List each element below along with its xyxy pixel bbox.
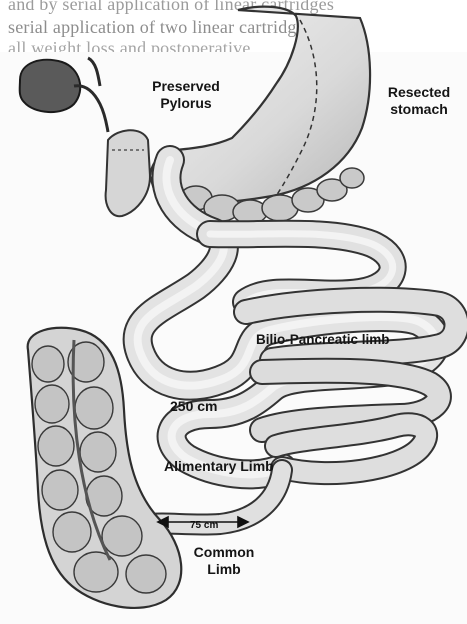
label-resected-stomach-line-2: stomach — [376, 101, 462, 118]
label-75-cm: 75 cm — [190, 517, 218, 534]
label-preserved-pylorus-line-2: Pylorus — [146, 95, 226, 112]
label-resected-stomach: Resected stomach — [376, 84, 462, 118]
label-biliopancreatic-limb: Bilio-Pancreatic limb — [256, 331, 390, 348]
label-common-limb-line-1: Common — [192, 544, 256, 561]
label-alimentary-limb: Alimentary Limb — [164, 458, 274, 475]
label-resected-stomach-line-1: Resected — [376, 84, 462, 101]
label-preserved-pylorus-line-1: Preserved — [146, 78, 226, 95]
label-common-limb-line-2: Limb — [192, 561, 256, 578]
label-common-limb: Common Limb — [192, 544, 256, 578]
label-preserved-pylorus: Preserved Pylorus — [146, 78, 226, 112]
label-250-cm: 250 cm — [170, 398, 217, 415]
